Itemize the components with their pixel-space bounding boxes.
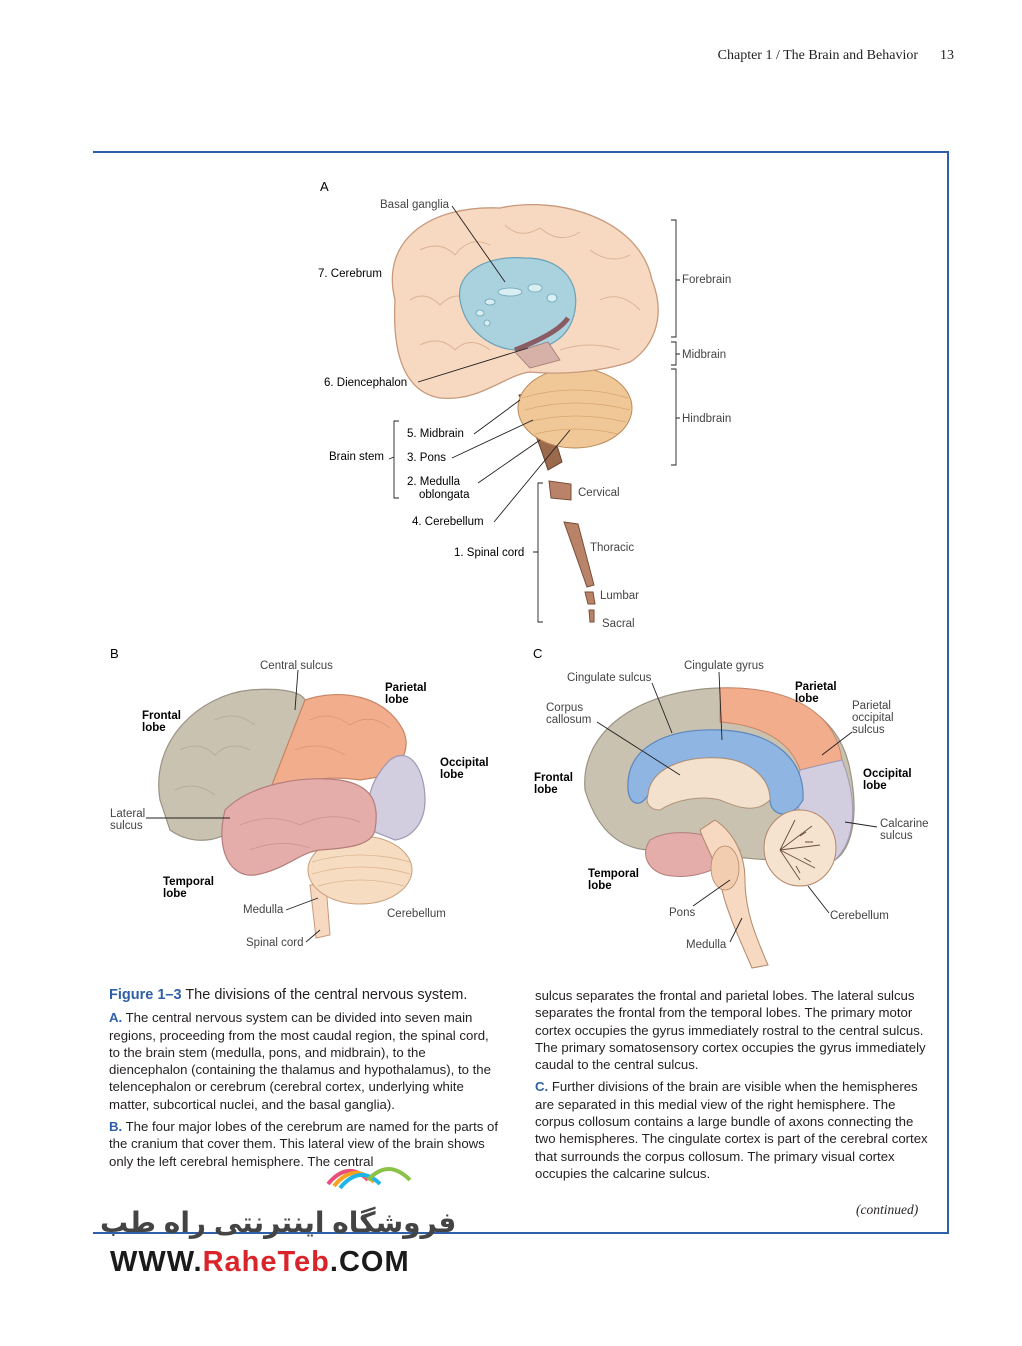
b-label-central-sulcus: Central sulcus — [260, 660, 333, 672]
b-label-medulla: Medulla — [243, 904, 284, 916]
panel-c: C Cingulate sulcus — [533, 646, 929, 969]
panel-b-letter: B — [110, 646, 119, 661]
caption-left-column: Figure 1–3 The divisions of the central … — [109, 987, 501, 1175]
watermark-logo-icon — [326, 1167, 412, 1190]
c-label-frontal: Frontal — [534, 772, 573, 784]
para-b-letter: B. — [109, 1119, 123, 1135]
c-label-calcarine: Calcarine — [880, 818, 929, 830]
b-label-parietal: Parietal — [385, 682, 427, 694]
panel-b-occipital-lobe — [367, 754, 426, 841]
b-label-spinal-cord: Spinal cord — [246, 937, 304, 949]
label-medulla: 2. Medulla — [407, 476, 461, 488]
b-label-temporal: Temporal — [163, 876, 214, 888]
c-label-medulla: Medulla — [686, 939, 727, 951]
para-a-text: The central nervous system can be divide… — [109, 1010, 491, 1112]
label-cervical: Cervical — [578, 487, 620, 499]
figure-artwork: A — [110, 179, 929, 969]
panel-a-cerebellum — [517, 367, 633, 449]
c-label-cerebellum: Cerebellum — [830, 910, 889, 922]
c-label-cingulate-sulcus: Cingulate sulcus — [567, 672, 652, 684]
watermark-url-end: .COM — [329, 1246, 410, 1278]
running-head: Chapter 1 / The Brain and Behavior 13 — [718, 48, 954, 64]
label-spinal-cord: 1. Spinal cord — [454, 547, 524, 559]
b-label-lateral-2: sulcus — [110, 820, 143, 832]
label-forebrain: Forebrain — [682, 274, 731, 286]
c-label-parietal-occipital: Parietal — [852, 700, 891, 712]
figure-label: Figure 1–3 — [109, 987, 182, 1003]
b-label-parietal-2: lobe — [385, 694, 409, 706]
label-pons: 3. Pons — [407, 452, 446, 464]
panel-a-diencephalon — [514, 341, 561, 369]
b-label-lateral: Lateral — [110, 808, 145, 820]
watermark-url-start: WWW. — [110, 1246, 203, 1278]
panel-a: A — [318, 179, 731, 630]
page-number: 13 — [940, 48, 954, 63]
label-medulla-2: oblongata — [419, 489, 470, 501]
c-label-corpus: Corpus — [546, 702, 583, 714]
label-hindbrain: Hindbrain — [682, 413, 731, 425]
figure-frame-top — [93, 151, 949, 153]
b-label-temporal-2: lobe — [163, 888, 187, 900]
c-label-corpus-2: callosum — [546, 714, 591, 726]
label-brain-stem: Brain stem — [329, 451, 384, 463]
running-title: Chapter 1 / The Brain and Behavior — [717, 48, 918, 63]
para-b-text: The four major lobes of the cerebrum are… — [109, 1119, 498, 1169]
b-label-frontal: Frontal — [142, 710, 181, 722]
figure-frame-right — [947, 151, 949, 1234]
b-label-occipital: Occipital — [440, 757, 489, 769]
caption-paragraph-b-continued: sulcus separates the frontal and parieta… — [535, 988, 926, 1073]
watermark-url: WWW.RaheTeb.COM — [110, 1246, 410, 1279]
c-label-parietal-occipital-3: sulcus — [852, 724, 885, 736]
para-c-text: Further divisions of the brain are visib… — [535, 1079, 928, 1181]
c-label-frontal-2: lobe — [534, 784, 558, 796]
label-cerebellum: 4. Cerebellum — [412, 516, 484, 528]
figure-frame-bottom — [93, 1232, 949, 1234]
b-label-frontal-2: lobe — [142, 722, 166, 734]
para-a-letter: A. — [109, 1010, 123, 1026]
label-cerebrum: 7. Cerebrum — [318, 268, 382, 280]
c-label-occipital: Occipital — [863, 768, 912, 780]
figure-title-text: The divisions of the central nervous sys… — [185, 987, 468, 1003]
panel-a-letter: A — [320, 179, 329, 194]
label-diencephalon: 6. Diencephalon — [324, 377, 407, 389]
label-thoracic: Thoracic — [590, 542, 634, 554]
para-c-letter: C. — [535, 1079, 549, 1095]
c-label-parietal: Parietal — [795, 681, 837, 693]
c-label-cingulate-gyrus: Cingulate gyrus — [684, 660, 764, 672]
panel-c-corpus-callosum — [646, 757, 771, 811]
watermark-persian-text: فروشگاه اینترنتی راه طب — [100, 1207, 457, 1238]
label-basal-ganglia: Basal ganglia — [380, 199, 450, 211]
label-midbrain-division: Midbrain — [682, 349, 726, 361]
b-label-occipital-2: lobe — [440, 769, 464, 781]
panel-b: B — [110, 646, 489, 949]
watermark-url-mid: RaheTeb — [202, 1246, 330, 1278]
label-lumbar: Lumbar — [600, 590, 639, 602]
panel-b-frontal-lobe — [158, 688, 306, 841]
label-sacral: Sacral — [602, 618, 635, 630]
continued-note: (continued) — [856, 1202, 919, 1217]
label-midbrain: 5. Midbrain — [407, 428, 464, 440]
figure-title: Figure 1–3 The divisions of the central … — [109, 987, 501, 1004]
c-label-temporal: Temporal — [588, 868, 639, 880]
b-label-cerebellum: Cerebellum — [387, 908, 446, 920]
panel-a-spinal-cord — [548, 480, 596, 623]
c-label-occipital-2: lobe — [863, 780, 887, 792]
c-label-parietal-2: lobe — [795, 693, 819, 705]
panel-c-cerebellum — [763, 809, 837, 887]
c-label-temporal-2: lobe — [588, 880, 612, 892]
caption-paragraph-b: B. The four major lobes of the cerebrum … — [109, 1118, 501, 1170]
caption-right-column: sulcus separates the frontal and parieta… — [535, 987, 930, 1187]
c-label-pons: Pons — [669, 907, 695, 919]
panel-b-temporal-lobe — [221, 778, 377, 876]
c-label-calcarine-2: sulcus — [880, 830, 913, 842]
panel-c-letter: C — [533, 646, 542, 661]
caption-paragraph-c: C. Further divisions of the brain are vi… — [535, 1078, 930, 1182]
c-label-parietal-occipital-2: occipital — [852, 712, 894, 724]
caption-paragraph-a: A. The central nervous system can be div… — [109, 1009, 501, 1113]
